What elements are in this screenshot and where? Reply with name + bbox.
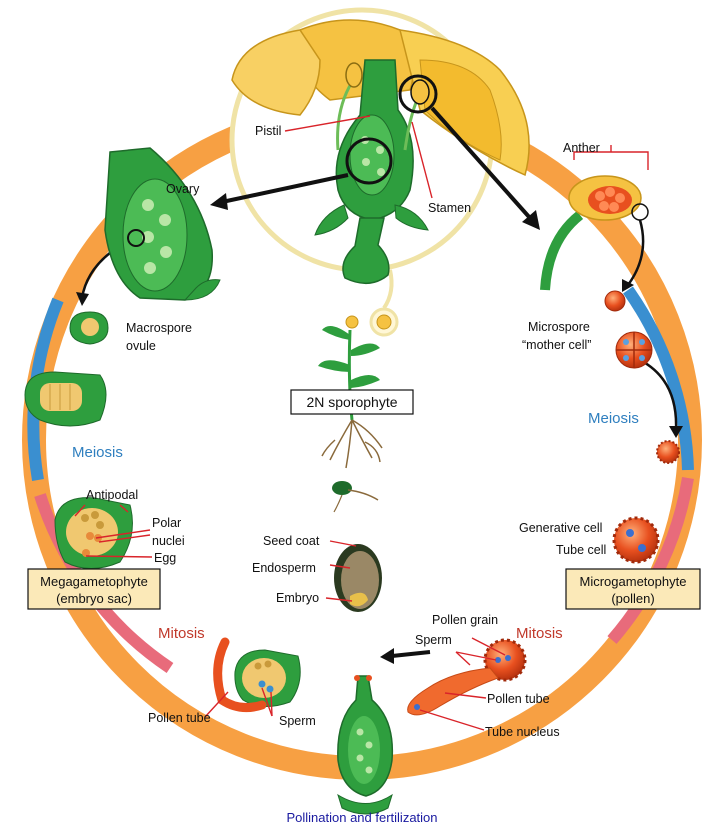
sperm-right-label: Sperm: [415, 633, 452, 647]
tube-nucleus-label: Tube nucleus: [485, 725, 560, 739]
ovary-illustration: [104, 147, 221, 301]
meiosis-band-right: [623, 286, 694, 471]
egg-label: Egg: [154, 551, 176, 565]
anther-illustration: [540, 175, 649, 291]
embryo-sac-label: (embryo sac): [56, 591, 132, 606]
microgametophyte-label: Microgametophyte: [580, 574, 687, 589]
microspore-tetrad: [615, 331, 653, 369]
sporophyte-box: 2N sporophyte: [290, 389, 414, 415]
nuclei-label: nuclei: [152, 534, 185, 548]
microspore: [656, 440, 680, 464]
anther-label: Anther: [563, 141, 600, 155]
zoom-connector: [382, 269, 394, 310]
sporophyte-label: 2N sporophyte: [306, 394, 397, 410]
tube-cell-label: Tube cell: [556, 543, 606, 557]
megagametophyte-label: Megagametophyte: [40, 574, 148, 589]
pollen-grain-label: Pollen grain: [432, 613, 498, 627]
germinating-pollen: [407, 638, 527, 716]
ovary-label: Ovary: [166, 182, 200, 196]
generative-cell-label: Generative cell: [519, 521, 602, 535]
mitosis-left-label: Mitosis: [158, 625, 205, 642]
seed-coat-label: Seed coat: [263, 534, 320, 548]
microgametophyte-box: Microgametophyte (pollen): [565, 568, 701, 610]
pollination-pistil: [337, 675, 394, 815]
pollen-tube-left-label: Pollen tube: [148, 711, 211, 725]
mitosis-right-label: Mitosis: [516, 625, 563, 642]
pollination-label: Pollination and fertilization: [286, 810, 437, 825]
meiosis-right-label: Meiosis: [588, 410, 639, 427]
embryo-sac: [54, 497, 133, 569]
anther-zoom-circle: [398, 74, 438, 114]
pollen-tube-right-label: Pollen tube: [487, 692, 550, 706]
pistil-label: Pistil: [255, 124, 281, 138]
microspore-label: Microspore: [528, 320, 590, 334]
antipodal-label: Antipodal: [86, 488, 138, 502]
macrospore-ovule: [69, 311, 109, 345]
flower-illustration: [231, 19, 530, 284]
microspore-mother-cell: [604, 290, 626, 312]
polar-label: Polar: [152, 516, 181, 530]
mitosis-band-right: [607, 477, 694, 644]
megagametophyte-box: Megagametophyte (embryo sac): [27, 568, 161, 610]
mother-cell-label: “mother cell”: [522, 338, 591, 352]
seed: [334, 544, 382, 612]
embryo-label: Embryo: [276, 591, 319, 605]
seedling: [332, 481, 379, 513]
ovule-label: ovule: [126, 339, 156, 353]
leader-lines: [74, 115, 649, 731]
fertilized-ovule: [213, 637, 301, 713]
macrospore-label: Macrospore: [126, 321, 192, 335]
pollen-grain-mature: [612, 516, 660, 564]
stamen-label: Stamen: [428, 201, 471, 215]
ovary-zoom-circle: [345, 137, 393, 185]
ovule-after-meiosis: [24, 371, 107, 427]
pollen-label: (pollen): [611, 591, 654, 606]
sperm-left-label: Sperm: [279, 714, 316, 728]
endosperm-label: Endosperm: [252, 561, 316, 575]
meiosis-left-label: Meiosis: [72, 444, 123, 461]
